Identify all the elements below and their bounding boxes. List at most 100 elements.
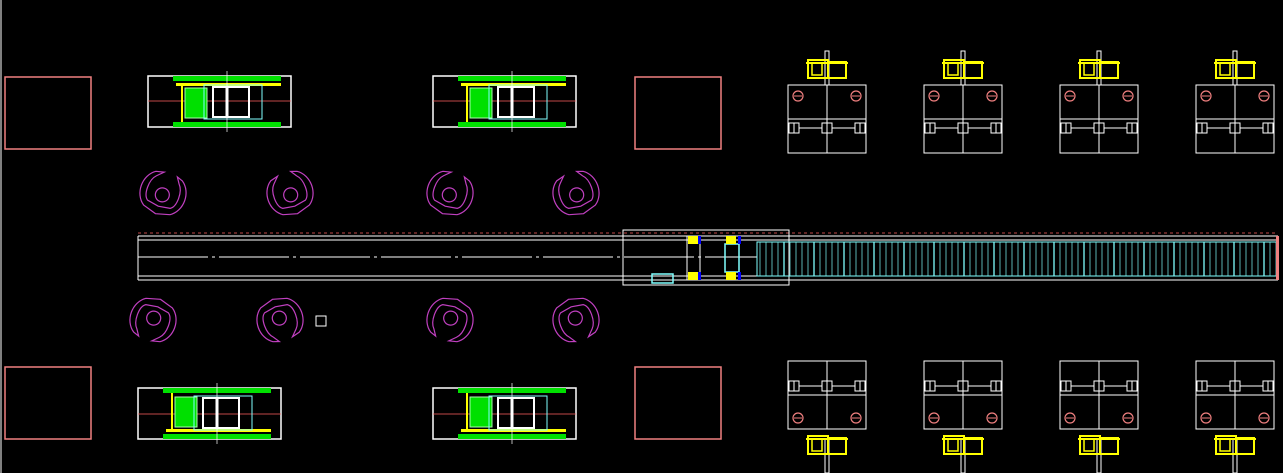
tool-body <box>1099 61 1119 79</box>
cyan-carriage <box>203 84 263 120</box>
conveyor <box>137 229 1279 286</box>
operator-head <box>443 310 459 326</box>
operator-figure <box>266 170 314 216</box>
yellow-clamp <box>726 236 736 244</box>
operator-figure <box>552 170 600 216</box>
cyan-stop <box>724 243 740 273</box>
tool-window <box>947 62 959 76</box>
operators <box>129 170 600 343</box>
bolt-hole <box>1122 412 1134 424</box>
pink-cell <box>4 76 92 150</box>
station <box>923 360 1003 473</box>
station <box>787 50 867 154</box>
green-block <box>184 87 208 119</box>
bolt-hole <box>850 412 862 424</box>
operator-outline <box>426 297 474 343</box>
small-square-marker <box>315 315 327 327</box>
white-carriage <box>497 86 535 118</box>
bolt-hole <box>1200 412 1212 424</box>
yellow-tool-head <box>806 50 848 86</box>
operator-outline <box>129 297 177 343</box>
tool-window <box>811 438 823 452</box>
tool-body <box>827 61 847 79</box>
pink-cells <box>4 76 722 440</box>
blue-sensor <box>698 236 701 244</box>
bolt-hole <box>1122 90 1134 102</box>
pink-cell <box>634 76 722 150</box>
tool-window <box>1219 62 1231 76</box>
blue-sensor <box>698 272 701 280</box>
station <box>1195 360 1275 473</box>
blue-sensor <box>738 236 741 244</box>
cyan-carriage <box>193 395 253 431</box>
yellow-tool-head <box>942 435 984 473</box>
operator-figure <box>256 297 304 343</box>
transfer-frame <box>622 229 790 286</box>
operator-outline <box>552 170 600 216</box>
yellow-tool-head <box>942 50 984 86</box>
operator-outline <box>139 170 187 216</box>
station <box>1059 360 1139 473</box>
tool-body <box>1235 61 1255 79</box>
station <box>787 360 867 473</box>
tool-window <box>1083 62 1095 76</box>
operator-outline <box>552 297 600 343</box>
green-block <box>469 87 493 119</box>
machine <box>147 71 292 132</box>
tool-body <box>963 61 983 79</box>
bolt-hole <box>986 90 998 102</box>
bolt-hole <box>850 90 862 102</box>
stations <box>787 50 1275 473</box>
bolt-hole <box>792 90 804 102</box>
tool-window <box>1219 438 1231 452</box>
machines <box>137 71 577 444</box>
green-block <box>174 396 198 428</box>
station <box>1059 50 1139 154</box>
operator-head <box>146 310 162 326</box>
tool-body <box>963 437 983 455</box>
operator-figure <box>139 170 187 216</box>
operator-figure <box>426 170 474 216</box>
operator-head <box>569 187 585 203</box>
tool-body <box>827 437 847 455</box>
bolt-hole <box>1200 90 1212 102</box>
white-carriage <box>202 397 240 429</box>
operator-head <box>283 187 299 203</box>
yellow-tool-head <box>1078 50 1120 86</box>
tool-window <box>1083 438 1095 452</box>
operator-outline <box>426 170 474 216</box>
machine <box>432 383 577 444</box>
yellow-tool-head <box>1078 435 1120 473</box>
yellow-tool-head <box>1214 50 1256 86</box>
operator-outline <box>266 170 314 216</box>
operator-figure <box>129 297 177 343</box>
station <box>923 50 1003 154</box>
bolt-hole <box>986 412 998 424</box>
conveyor-end-stop <box>1276 236 1279 280</box>
machine <box>137 383 282 444</box>
yellow-tool-head <box>806 435 848 473</box>
white-carriage <box>497 397 535 429</box>
operator-head <box>567 310 583 326</box>
operator-head <box>154 187 170 203</box>
bolt-hole <box>1064 90 1076 102</box>
white-carriage <box>212 86 250 118</box>
pink-cell <box>4 366 92 440</box>
pink-cell <box>634 366 722 440</box>
bolt-hole <box>928 90 940 102</box>
blue-sensor <box>738 272 741 280</box>
bolt-hole <box>792 412 804 424</box>
cyan-carriage <box>488 395 548 431</box>
bolt-hole <box>1258 90 1270 102</box>
roller-bed <box>756 241 1279 277</box>
machine <box>432 71 577 132</box>
yellow-clamp <box>688 272 698 280</box>
station <box>1195 50 1275 154</box>
bolt-hole <box>1064 412 1076 424</box>
tool-body <box>1235 437 1255 455</box>
cyan-block <box>651 273 674 284</box>
operator-outline <box>256 297 304 343</box>
operator-figure <box>426 297 474 343</box>
bolt-hole <box>1258 412 1270 424</box>
